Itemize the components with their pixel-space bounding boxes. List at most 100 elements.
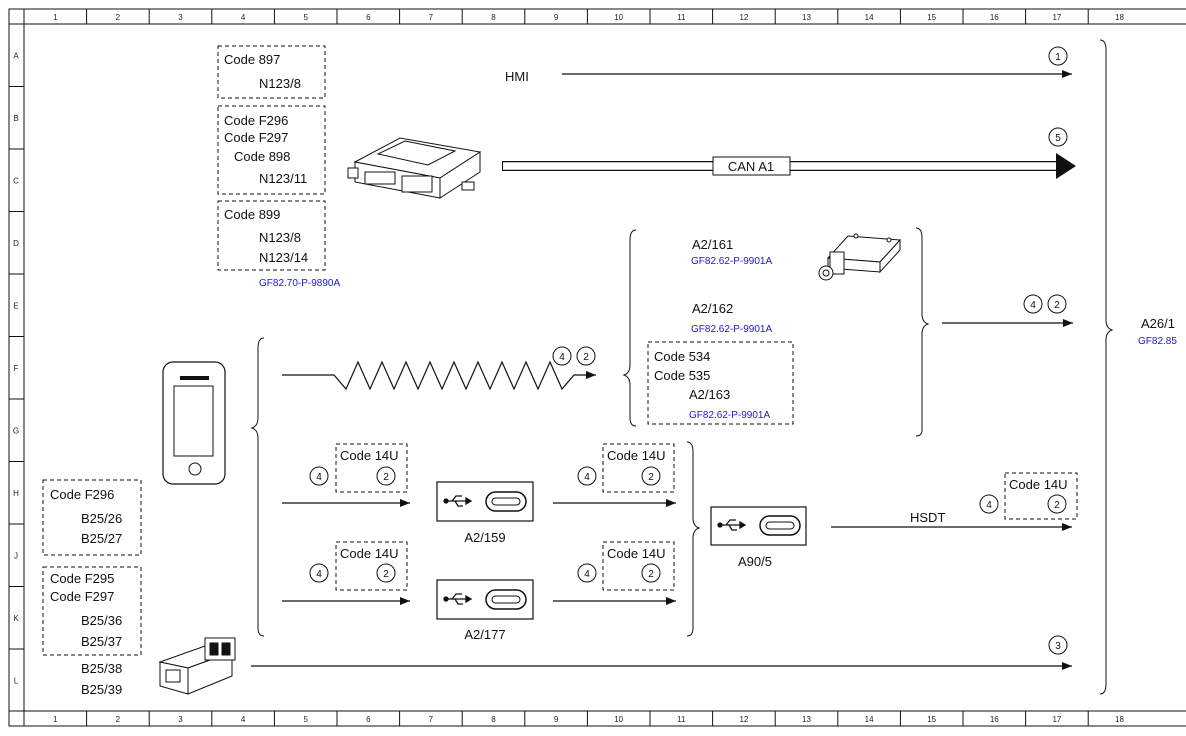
code-label: Code 14U [607, 448, 666, 463]
code-box-14u: Code 14U 2 [335, 541, 408, 591]
grid-column-label: 2 [116, 13, 121, 22]
badge-2: 2 [583, 352, 589, 363]
code-label: Code F295 [50, 571, 114, 586]
grid-column-label: 2 [116, 715, 121, 724]
grid-row-label: L [14, 676, 19, 685]
grid-column-label: 17 [1052, 715, 1061, 724]
grid-column-label: 5 [303, 715, 308, 724]
badge-2: 2 [648, 569, 654, 580]
reference-link[interactable]: GF82.62-P-9901A [691, 324, 772, 335]
control-unit-module-icon [347, 137, 482, 199]
badge-2: 2 [648, 472, 654, 483]
code-box-534-535: Code 534 Code 535 A2/163 GF82.62-P-9901A [647, 341, 794, 425]
grid-column-label: 8 [491, 13, 496, 22]
badge-5: 5 [1055, 133, 1061, 144]
badge-3: 3 [1055, 641, 1061, 652]
badge-4: 4 [316, 569, 322, 580]
component-label: B25/27 [81, 531, 122, 546]
grid-column-label: 14 [865, 13, 874, 22]
code-label: Code 535 [654, 368, 710, 383]
code-box-14u: Code 14U 2 [602, 541, 675, 591]
grid-column-label: 10 [614, 715, 623, 724]
code-label: Code F297 [224, 130, 288, 145]
code-box-f295-f297: Code F295 Code F297 B25/36 B25/37 [42, 566, 142, 656]
code-box-14u: Code 14U 2 [1004, 472, 1078, 520]
code-label: Code 534 [654, 349, 710, 364]
grid-column-label: 16 [990, 715, 999, 724]
badge-4: 4 [316, 472, 322, 483]
grid-column-label: 12 [739, 715, 748, 724]
grid-row-label: D [13, 239, 19, 248]
code-label: Code 14U [340, 546, 399, 561]
group-brace-right [915, 227, 930, 437]
code-label: Code F296 [50, 487, 114, 502]
component-label: B25/39 [81, 682, 122, 697]
hsdt-label: HSDT [910, 510, 945, 525]
grid-row-label: F [14, 364, 19, 373]
usb-port-a2-159 [436, 481, 534, 522]
usb-icon [443, 495, 473, 507]
component-label: N123/8 [259, 76, 301, 91]
badge-2: 2 [1054, 500, 1060, 511]
component-label: A2/163 [689, 387, 730, 402]
grid-row-label: A [13, 51, 19, 60]
grid-column-label: 15 [927, 13, 936, 22]
code-label: Code F297 [50, 589, 114, 604]
usb-brace [686, 441, 701, 637]
reference-link[interactable]: GF82.85 [1138, 336, 1177, 347]
code-label: Code 899 [224, 207, 280, 222]
reference-link[interactable]: GF82.62-P-9901A [689, 410, 770, 421]
usb-hub-a90-5 [710, 506, 807, 546]
grid-column-label: 17 [1052, 13, 1061, 22]
component-label: B25/36 [81, 613, 122, 628]
component-label: B25/37 [81, 634, 122, 649]
code-label: Code 898 [234, 149, 290, 164]
badge-4: 4 [986, 500, 992, 511]
code-box-899: Code 899 N123/8 N123/14 [217, 200, 326, 271]
grid-column-label: 7 [429, 13, 434, 22]
code-box-14u: Code 14U 2 [602, 443, 675, 493]
component-label-a2-161: A2/161 [692, 237, 733, 252]
badge-4: 4 [584, 569, 590, 580]
grid-column-label: 15 [927, 715, 936, 724]
grid-column-label: 14 [865, 715, 874, 724]
grid-row-label: J [14, 551, 18, 560]
grid-row-label: E [13, 301, 18, 310]
code-label: Code F296 [224, 113, 288, 128]
grid-column-label: 13 [802, 13, 811, 22]
grid-column-label: 9 [554, 13, 559, 22]
grid-column-label: 4 [241, 715, 246, 724]
component-label-a2-159: A2/159 [464, 530, 505, 545]
grid-column-label: 13 [802, 715, 811, 724]
antenna-module-icon [818, 233, 902, 281]
grid-column-label: 6 [366, 715, 371, 724]
badge-1: 1 [1055, 52, 1061, 63]
grid-column-label: 16 [990, 13, 999, 22]
can-label: CAN A1 [728, 159, 774, 174]
code-label: Code 14U [607, 546, 666, 561]
badge-2: 2 [1054, 300, 1060, 311]
badge-2: 2 [383, 472, 389, 483]
component-label: N123/11 [259, 171, 307, 186]
connector-socket-icon [158, 637, 236, 695]
grid-column-label: 12 [739, 13, 748, 22]
component-label: B25/26 [81, 511, 122, 526]
unit-brace-a26 [1099, 39, 1114, 695]
grid-column-label: 11 [677, 13, 686, 22]
code-box-f296: Code F296 B25/26 B25/27 [42, 479, 142, 556]
reference-link[interactable]: GF82.70-P-9890A [259, 278, 340, 289]
component-label: N123/14 [259, 250, 308, 265]
grid-row-label: B [13, 114, 18, 123]
code-label: Code 897 [224, 52, 280, 67]
can-bus-line: CAN A1 [502, 153, 1076, 179]
grid-column-label: 18 [1115, 715, 1124, 724]
wireless-link-arrow [282, 360, 596, 391]
badge-4: 4 [584, 472, 590, 483]
usb-icon [443, 593, 473, 605]
code-box-14u: Code 14U 2 [335, 443, 408, 493]
hmi-label: HMI [505, 69, 529, 84]
grid-column-label: 5 [303, 13, 308, 22]
reference-link[interactable]: GF82.62-P-9901A [691, 256, 772, 267]
